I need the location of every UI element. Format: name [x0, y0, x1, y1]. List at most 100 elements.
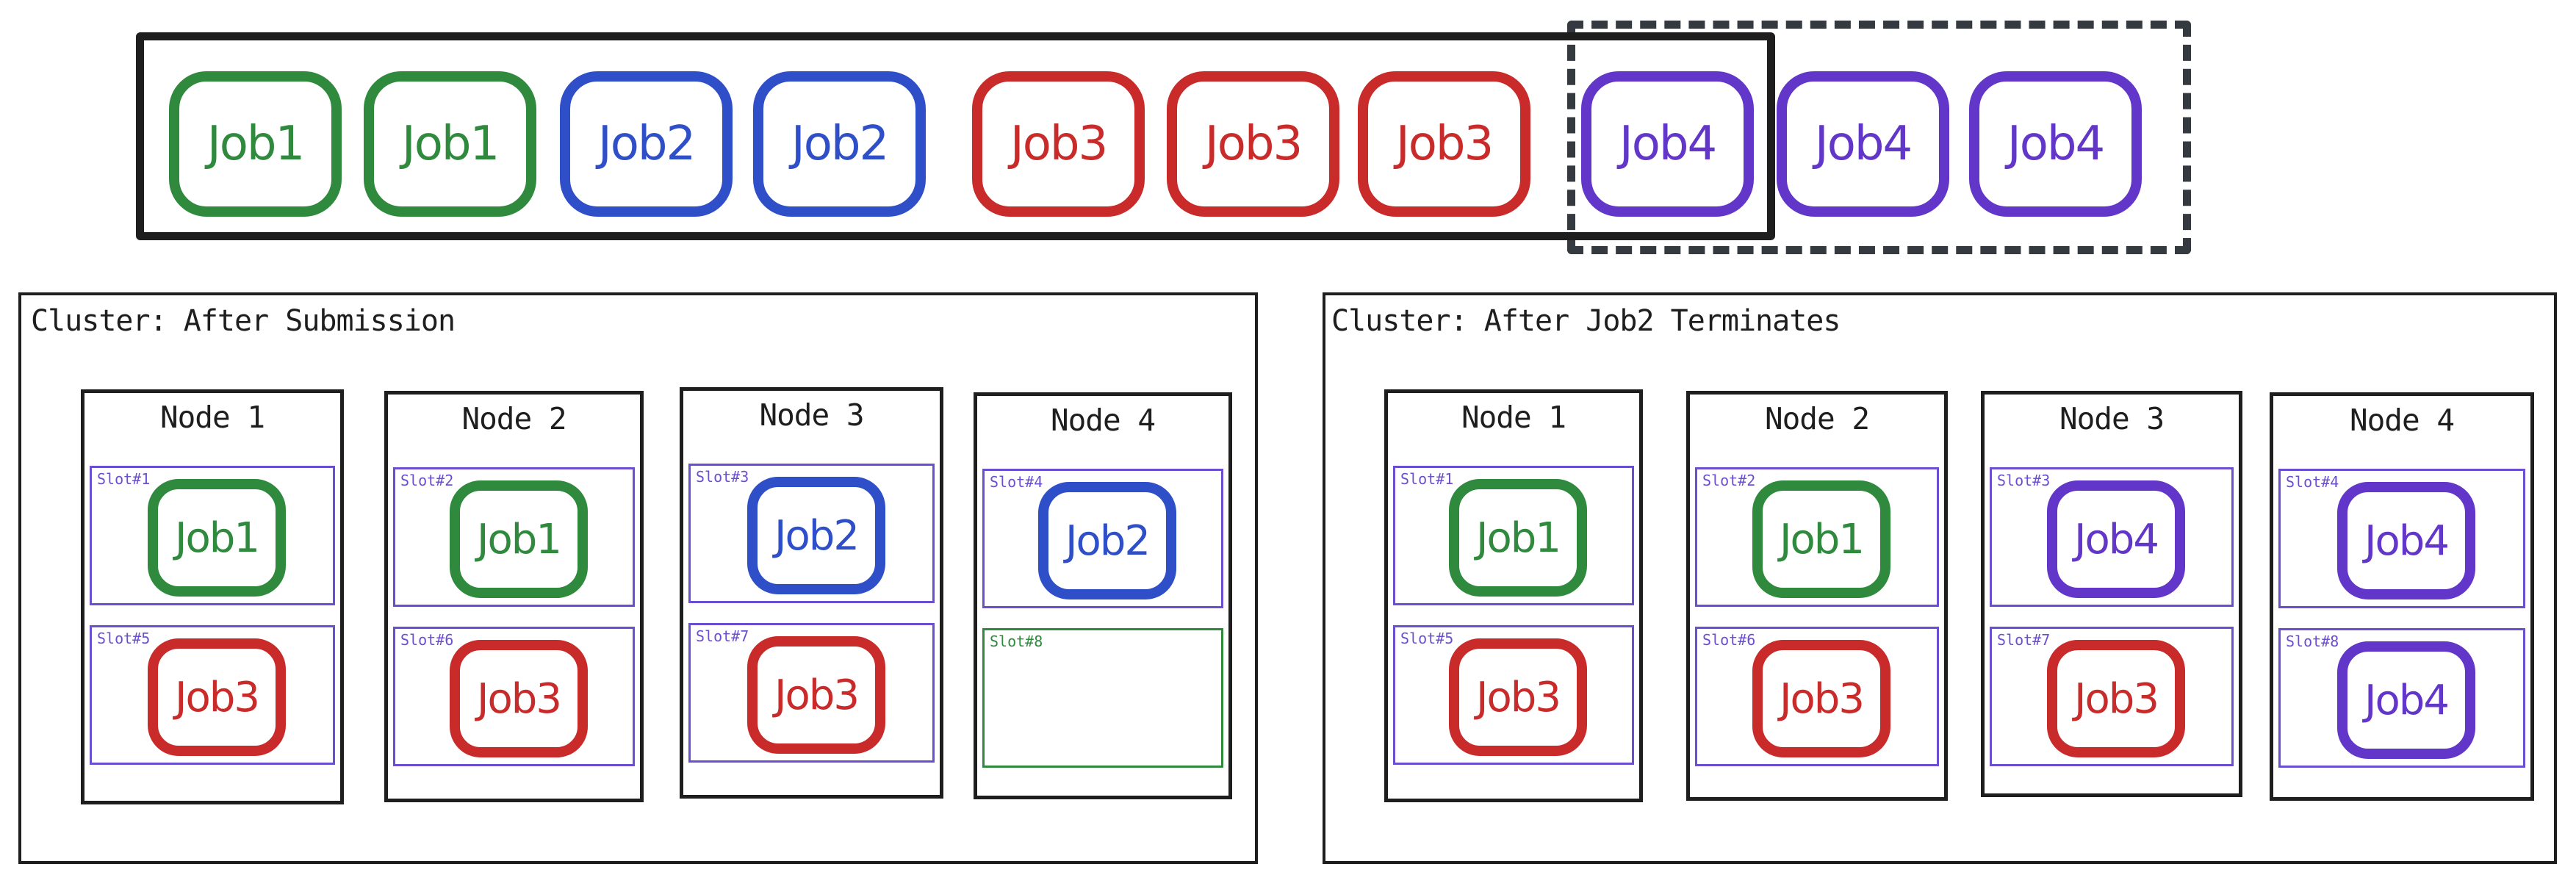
job-box-job2: Job2 — [747, 477, 885, 594]
job-box-job3: Job3 — [972, 71, 1145, 217]
slot-label: Slot#7 — [1997, 631, 2051, 649]
slot-label: Slot#1 — [97, 470, 151, 488]
slot-label: Slot#2 — [400, 472, 454, 489]
node-box — [1981, 391, 2242, 797]
slot-box — [2278, 628, 2525, 768]
slot-label: Slot#3 — [1997, 472, 2051, 489]
node-box — [974, 392, 1232, 799]
slot-box — [1393, 625, 1634, 765]
cluster-title: Cluster: After Submission — [31, 304, 456, 338]
node-title: Node 1 — [159, 400, 265, 435]
slot-label: Slot#2 — [1702, 472, 1756, 489]
job-box-job3: Job3 — [1752, 640, 1890, 757]
job-label: Job1 — [477, 515, 562, 563]
node-box — [680, 387, 943, 799]
job-box-job4: Job4 — [1777, 71, 1949, 217]
node-title: Node 1 — [1461, 400, 1566, 435]
cluster-frame — [18, 292, 1258, 864]
pending-jobs-dashed-frame — [1567, 21, 2191, 254]
slot-box — [1695, 467, 1939, 607]
job-label: Job3 — [1780, 674, 1865, 723]
job-box-job3: Job3 — [148, 638, 286, 756]
slot-label: Slot#6 — [1702, 631, 1756, 649]
slot-box — [2278, 469, 2525, 608]
job-box-job1: Job1 — [169, 71, 342, 217]
slot-box — [982, 628, 1223, 768]
job-box-job3: Job3 — [1358, 71, 1530, 217]
job-label: Job4 — [2074, 515, 2159, 563]
job-box-job1: Job1 — [1752, 480, 1890, 598]
job-label: Job3 — [1010, 117, 1108, 171]
job-label: Job3 — [2074, 674, 2159, 723]
job-box-job2: Job2 — [753, 71, 926, 217]
job-box-job2: Job2 — [560, 71, 733, 217]
node-title: Node 4 — [2349, 403, 2455, 438]
slot-box — [1695, 627, 1939, 766]
job-box-job1: Job1 — [364, 71, 536, 217]
slot-label: Slot#8 — [2286, 633, 2339, 650]
slot-label: Slot#3 — [696, 468, 749, 486]
slot-label: Slot#1 — [1400, 470, 1454, 488]
slot-box — [393, 627, 635, 766]
job-label: Job2 — [597, 117, 696, 171]
job-box-job4: Job4 — [1581, 71, 1754, 217]
node-box — [2270, 392, 2534, 801]
job-box-job1: Job1 — [450, 480, 588, 598]
job-box-job3: Job3 — [2047, 640, 2185, 757]
job-box-job4: Job4 — [2047, 480, 2185, 598]
node-box — [384, 391, 644, 802]
job-label: Job3 — [1476, 673, 1561, 721]
job-label: Job3 — [1204, 117, 1303, 171]
slot-box — [90, 625, 335, 765]
slot-box — [982, 469, 1223, 608]
node-title: Node 3 — [2059, 401, 2165, 436]
slot-label: Slot#7 — [696, 627, 749, 645]
job-box-job1: Job1 — [148, 479, 286, 597]
job-label: Job2 — [1065, 516, 1151, 565]
job-label: Job3 — [477, 674, 562, 723]
job-queue-frame — [136, 32, 1775, 240]
cluster-frame — [1323, 292, 2557, 864]
node-box — [1686, 391, 1948, 801]
job-label: Job3 — [774, 671, 860, 719]
job-box-job1: Job1 — [1449, 479, 1587, 597]
job-box-job3: Job3 — [1449, 638, 1587, 756]
slot-label: Slot#4 — [990, 473, 1043, 491]
job-box-job4: Job4 — [2337, 641, 2475, 759]
slot-box — [90, 466, 335, 605]
job-label: Job1 — [175, 514, 260, 562]
job-label: Job4 — [2364, 676, 2450, 724]
job-label: Job4 — [1619, 117, 1717, 171]
slot-box — [1990, 467, 2234, 607]
node-box — [1384, 389, 1643, 802]
node-title: Node 4 — [1050, 403, 1156, 438]
job-label: Job4 — [2364, 516, 2450, 565]
job-box-job2: Job2 — [1038, 482, 1176, 599]
job-box-job3: Job3 — [747, 636, 885, 754]
job-label: Job2 — [774, 511, 860, 560]
slot-label: Slot#5 — [1400, 630, 1454, 647]
job-label: Job1 — [1780, 515, 1865, 563]
slot-label: Slot#4 — [2286, 473, 2339, 491]
job-label: Job1 — [206, 117, 305, 171]
job-label: Job3 — [1395, 117, 1494, 171]
slot-label: Slot#8 — [990, 633, 1043, 650]
cluster-title: Cluster: After Job2 Terminates — [1331, 304, 1841, 338]
slot-box — [688, 623, 935, 763]
slot-box — [1393, 466, 1634, 605]
slot-box — [1990, 627, 2234, 766]
slot-label: Slot#5 — [97, 630, 151, 647]
job-label: Job1 — [1476, 514, 1561, 562]
job-box-job4: Job4 — [2337, 482, 2475, 599]
job-box-job3: Job3 — [450, 640, 588, 757]
job-label: Job2 — [791, 117, 889, 171]
node-title: Node 3 — [759, 397, 864, 433]
slot-label: Slot#6 — [400, 631, 454, 649]
node-title: Node 2 — [461, 401, 566, 436]
job-label: Job3 — [175, 673, 260, 721]
job-label: Job4 — [1814, 117, 1913, 171]
slot-box — [393, 467, 635, 607]
slot-box — [688, 464, 935, 603]
job-box-job3: Job3 — [1167, 71, 1339, 217]
